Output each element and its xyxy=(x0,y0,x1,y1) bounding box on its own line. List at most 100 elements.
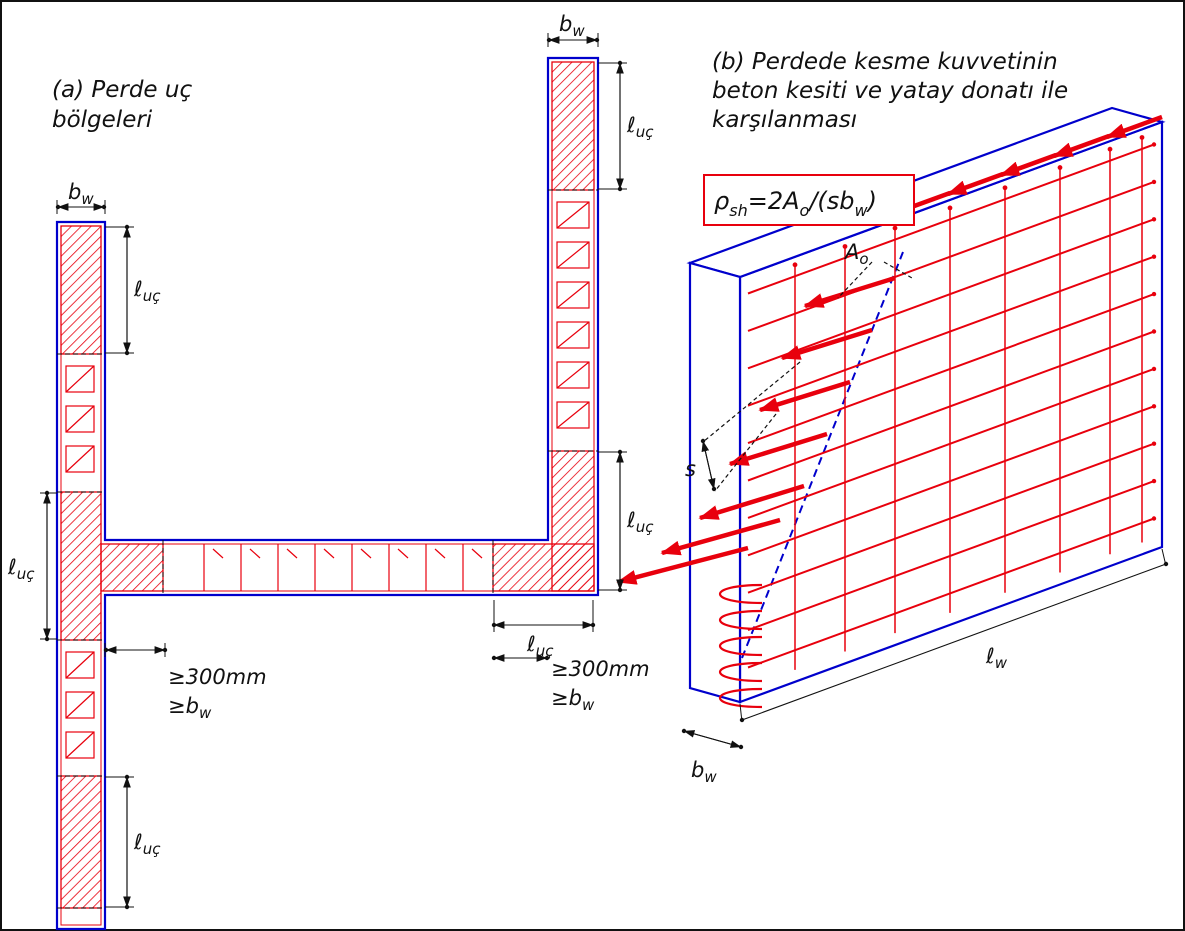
shear-crack-dashed-line xyxy=(741,251,904,659)
dim-label-luc-top-left: ℓuç xyxy=(133,277,161,305)
stirrup-tie xyxy=(65,691,95,719)
stirrup-tie xyxy=(65,651,95,679)
rebar-top-dot xyxy=(892,225,898,231)
stirrup-tie xyxy=(556,321,590,349)
stirrup-tie xyxy=(65,731,95,759)
rebar-end-dot xyxy=(1151,179,1157,185)
dim-label-luc-right-top: ℓuç xyxy=(626,113,654,141)
label-Ao-bar-area: Ao xyxy=(843,240,869,268)
dimension-end-dot xyxy=(101,204,107,210)
stirrup-tie xyxy=(556,241,590,269)
rebar-end-dot xyxy=(1151,516,1157,521)
dim-label-luc-right-bottom: ℓuç xyxy=(626,508,654,536)
stirrup-ties-group xyxy=(65,201,590,759)
formula-box xyxy=(703,174,915,226)
dimension-end-dot xyxy=(544,655,550,661)
rebar-top-dot xyxy=(1002,185,1008,191)
web-tie-hook xyxy=(249,548,261,559)
panel-b-title-line3: karşılanması xyxy=(712,107,857,133)
web-tie-hook xyxy=(360,548,372,559)
stirrup-tie xyxy=(556,361,590,389)
horizontal-rebar xyxy=(747,480,1155,632)
dimension-end-dot xyxy=(103,647,109,653)
dimension-end-dot xyxy=(738,744,744,750)
wall-plan-rebar-line xyxy=(60,61,595,926)
horizontal-rebar xyxy=(747,442,1155,594)
dimension-end-dot xyxy=(594,37,600,43)
web-tie-hook xyxy=(212,548,224,559)
horizontal-rebar-group xyxy=(718,135,1157,709)
rebar-end-dot xyxy=(1151,291,1157,297)
web-tie-hook xyxy=(397,548,409,559)
bar-force-arrow xyxy=(803,275,896,309)
end-zone-hoop xyxy=(718,687,763,709)
end-region-hatch-top-right xyxy=(551,61,595,191)
dimension-arrow xyxy=(701,440,710,466)
horizontal-rebar xyxy=(747,405,1155,557)
dimension-end-dot xyxy=(681,728,687,734)
rebar-end-dot xyxy=(1151,254,1157,259)
bar-force-arrow xyxy=(780,327,873,361)
web-tie-hook xyxy=(471,548,483,559)
bar-force-arrow xyxy=(758,379,851,413)
panel-b-shear-wall-3d: ρsh=2Ao/(sbw) xyxy=(616,106,1166,709)
end-zone-hoop xyxy=(718,661,763,683)
horizontal-rebar xyxy=(747,517,1155,669)
extension-line xyxy=(739,703,743,723)
panel-a-title-line1: (a) Perde uç xyxy=(52,77,192,103)
leader-dashed-line xyxy=(883,261,913,279)
shear-force-arrow-top xyxy=(999,152,1057,178)
dimension-end-dot xyxy=(700,438,706,444)
stirrup-tie-diagonal xyxy=(65,445,95,473)
stirrup-tie-diagonal xyxy=(556,241,590,269)
wall-end-face xyxy=(688,261,742,704)
stirrup-tie xyxy=(556,401,590,429)
stirrup-tie-diagonal xyxy=(556,401,590,429)
dim-label-bw-wall-thickness: bw xyxy=(691,758,717,786)
horizontal-rebar xyxy=(747,330,1155,482)
rebar-end-dot xyxy=(1151,441,1157,446)
dimension-end-dot xyxy=(711,486,717,492)
web-tie-hook xyxy=(323,548,335,559)
stirrup-tie-diagonal xyxy=(65,405,95,433)
horizontal-rebar xyxy=(747,367,1155,519)
stirrup-tie-diagonal xyxy=(65,691,95,719)
bar-force-arrow xyxy=(698,483,805,521)
rebar-end-dot xyxy=(1151,217,1157,222)
stirrup-tie-diagonal xyxy=(65,365,95,393)
rebar-top-dot xyxy=(1107,146,1113,152)
dimension-line xyxy=(741,563,1167,721)
dimension-lines-group xyxy=(40,33,1169,910)
label-s-spacing: s xyxy=(685,457,696,481)
end-region-hatch-bottom-left xyxy=(60,775,102,909)
leader-dashed-lines-group xyxy=(702,261,913,492)
dimension-arrow xyxy=(712,738,742,748)
stirrup-tie-diagonal xyxy=(556,201,590,229)
rebar-end-dot xyxy=(1151,478,1157,484)
rebar-top-dot xyxy=(792,262,798,268)
stirrup-tie-diagonal xyxy=(556,281,590,309)
dim-label-luc-bottom-left: ℓuç xyxy=(133,830,161,858)
stirrup-tie-diagonal xyxy=(556,361,590,389)
shear-force-arrow-top xyxy=(1052,133,1110,159)
dim-label-lw-wall-length: ℓw xyxy=(985,644,1008,672)
extension-line xyxy=(1161,548,1167,567)
dimension-arrow xyxy=(707,464,716,490)
shear-force-arrow-top xyxy=(946,171,1004,197)
stirrup-tie xyxy=(556,281,590,309)
horizontal-rebar xyxy=(747,255,1155,407)
leader-dashed-line xyxy=(714,413,777,492)
web-tie-hook xyxy=(286,548,298,559)
region-boundary-dashed-lines xyxy=(57,189,598,909)
web-tie-hook xyxy=(434,548,446,559)
horizontal-rebar xyxy=(747,143,1155,295)
stirrup-tie-diagonal xyxy=(556,321,590,349)
leader-dashed-line xyxy=(837,261,873,299)
dimension-end-dot xyxy=(491,655,497,661)
stirrup-tie-diagonal xyxy=(65,651,95,679)
shear-force-arrow-top xyxy=(1105,114,1163,140)
note-min-bw-right: ≥bw xyxy=(551,686,595,714)
dim-label-luc-web-right: ℓuç xyxy=(526,632,554,660)
